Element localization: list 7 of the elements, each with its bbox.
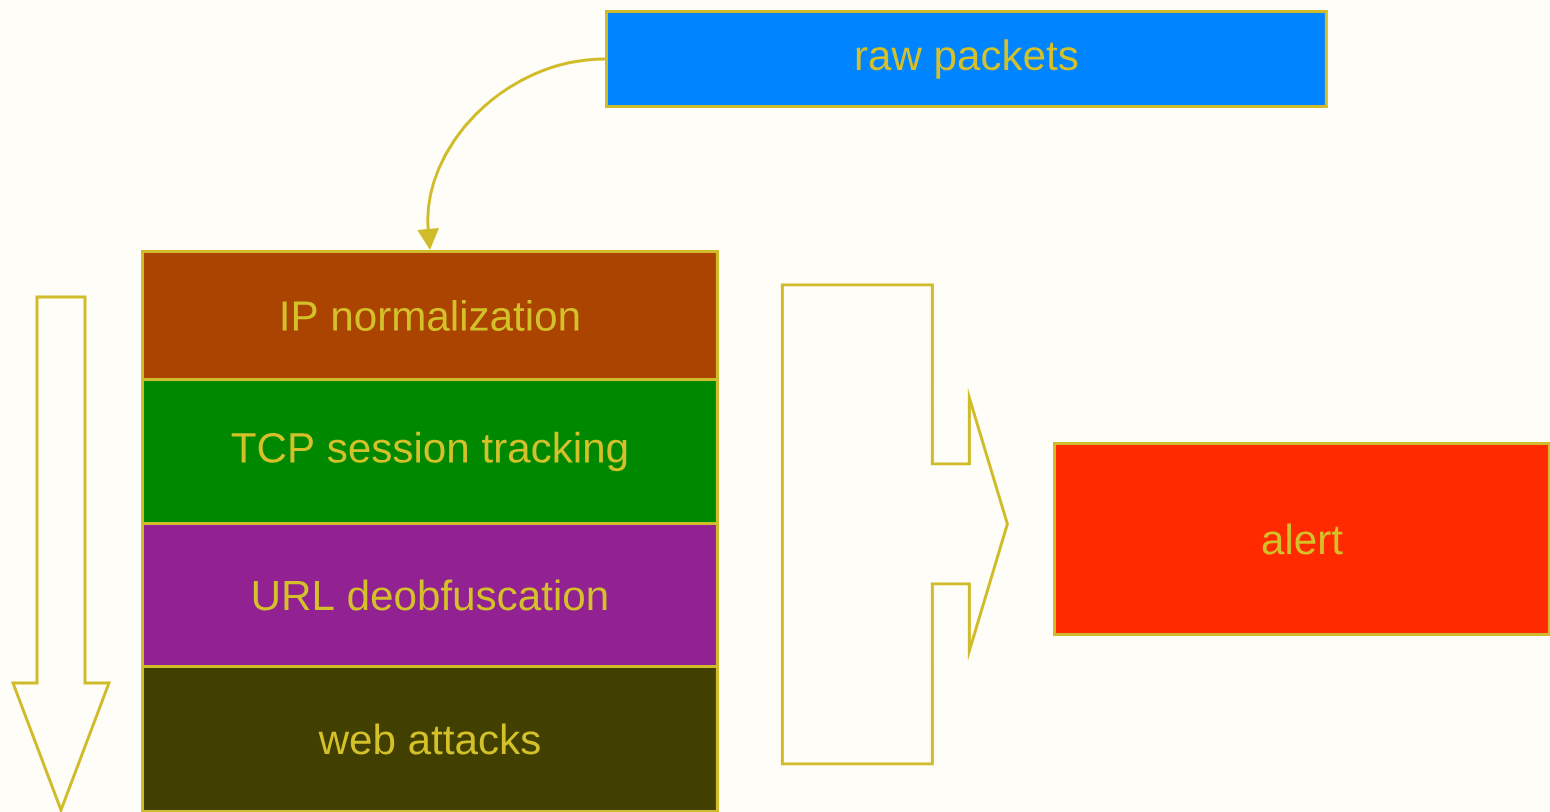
layer-box: web attacks	[141, 665, 719, 812]
layer-box: TCP session tracking	[141, 378, 719, 525]
arrow	[780, 283, 1009, 766]
layer-box: IP normalization	[141, 250, 719, 381]
process-box: raw packets	[605, 10, 1328, 108]
layer-box: URL deobfuscation	[141, 522, 719, 668]
alert-box: alert	[1053, 442, 1550, 636]
